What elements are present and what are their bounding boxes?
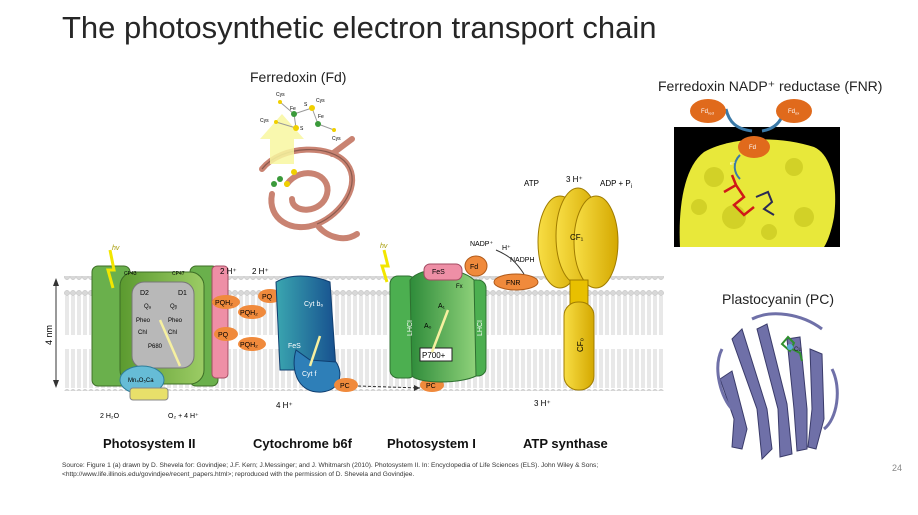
fnr-diagram-label: FNR [506, 280, 520, 287]
cp47-label: CP47 [172, 271, 185, 277]
ferredoxin-structure-image: Cys Cys Cys Cys Fe Fe S S [259, 92, 360, 242]
pc-label: PC [426, 383, 436, 390]
atp-synthase-label: ATP synthase [523, 436, 608, 451]
membrane-thickness-label: 4 nm [44, 325, 54, 345]
pqh2-label: PQH₂ [240, 342, 258, 349]
fd-carrier [464, 255, 488, 277]
pc-cu-label: Cu [794, 347, 802, 353]
cytochrome-b6f [275, 275, 341, 393]
chl-label: Chl [168, 330, 177, 336]
nadph-label: NADPH [510, 257, 535, 264]
cyt-fes-label: FeS [288, 343, 301, 350]
d2-label: D2 [140, 290, 149, 297]
pqh2-carrier [238, 337, 266, 351]
fd-fe-label: Fe [290, 106, 296, 112]
cyt-proton-bottom-label: 4 H⁺ [276, 401, 293, 410]
svg-text:ADP + Pi: ADP + Pi [600, 179, 632, 190]
pq-carrier [214, 327, 238, 341]
fd-cys-label: Cys [332, 136, 341, 142]
atp-proton-bottom-label: 3 H⁺ [534, 399, 551, 408]
cp43-label: CP43 [124, 271, 137, 277]
qb-label: Qᵦ [170, 304, 178, 310]
h2o-label: 2 H₂O [100, 413, 120, 420]
cytb6f-label: Cytochrome b6f [253, 436, 352, 451]
p700-label: P700+ [422, 351, 446, 360]
nadp-plus-label: NADP⁺ [470, 241, 493, 248]
o2-label: O₂ + 4 H⁺ [168, 413, 199, 420]
p680-label: P680 [148, 344, 163, 350]
etc-diagram: 4 nm D2 D1 CP43 CP47 Pheo Pheo Chl Chl P… [44, 175, 664, 420]
psi-label: Photosystem I [387, 436, 476, 451]
atp-label: ATP [524, 179, 539, 188]
fnr-electron-label: e⁻ [730, 161, 736, 167]
pqh2-label: PQH₂ [215, 300, 233, 307]
pc-label: PC [340, 383, 350, 390]
pq-label: PQ [262, 294, 273, 301]
ferredoxin-label: Ferredoxin (Fd) [250, 69, 347, 85]
slide-title: The photosynthetic electron transport ch… [62, 10, 657, 45]
pqh2-carrier [238, 305, 266, 319]
cf0-label: CF₀ [576, 338, 585, 352]
cyt-proton-label: 2 H⁺ [252, 267, 269, 276]
fd-cys-label: Cys [276, 92, 285, 98]
cyt-b6-label: Cyt b₆ [304, 301, 323, 308]
page-number: 24 [892, 463, 903, 473]
pc-carrier [334, 378, 358, 392]
adp-label: ADP + P [600, 179, 631, 188]
chl-label: Chl [138, 330, 147, 336]
fx-label: Fx [456, 284, 463, 290]
plastocyanin-label: Plastocyanin (PC) [722, 291, 835, 307]
hv-label: hv [112, 245, 120, 252]
qa-label: Qₐ [144, 304, 152, 310]
fnr-fd-label: Fd [749, 145, 756, 151]
photosystem-ii [91, 249, 229, 401]
svg-text:Fdox: Fdox [788, 109, 799, 116]
fnr-carrier [493, 273, 539, 291]
hv-label: hv [380, 243, 388, 250]
fd-fe-label: Fe [318, 114, 324, 120]
psii-label: Photosystem II [103, 436, 196, 451]
plastocyanin-structure-image: Cu [716, 312, 839, 461]
fd-label: Fd [470, 264, 478, 271]
fd-cys-label: Cys [316, 98, 325, 104]
pqh2-label: PQH₂ [240, 310, 258, 317]
fd-s-label: S [300, 126, 304, 132]
fd-cys-label: Cys [260, 118, 269, 124]
psi-fes-label: FeS [432, 269, 445, 276]
atp-synthase [537, 187, 619, 391]
nadp-proton-label: H⁺ [502, 245, 511, 252]
svg-text:Fdred: Fdred [701, 109, 714, 116]
fd-s-label: S [304, 102, 308, 108]
cyt-f-label: Cyt f [302, 371, 316, 378]
source-citation: Source: Figure 1 (a) drawn by D. Shevela… [62, 462, 599, 478]
atp-proton-top-label: 3 H⁺ [566, 175, 583, 184]
pheo-label: Pheo [168, 318, 183, 324]
fnr-structure-image: Fdred Fdox Fd e⁻ [674, 99, 840, 247]
d1-label: D1 [178, 290, 187, 297]
pheo-label: Pheo [136, 318, 151, 324]
psii-proton-label: 2 H⁺ [220, 267, 237, 276]
a1-label: A₁ [438, 303, 446, 310]
cf1-label: CF₁ [570, 233, 584, 242]
fnr-fd-ox-label: Fd [788, 109, 795, 115]
lhci-label: LHCI [407, 320, 414, 336]
fnr-label: Ferredoxin NADP⁺ reductase (FNR) [658, 78, 883, 94]
fnr-fd-red-sub: red [708, 111, 714, 116]
a0-label: A₀ [424, 323, 432, 330]
pq-label: PQ [218, 332, 229, 339]
pqh2-carrier [212, 295, 240, 309]
fnr-fd-ox-sub: ox [795, 111, 799, 116]
mn-cluster-label: Mn₄O₅Ca [128, 378, 154, 384]
adp-sub-label: i [631, 184, 632, 190]
fnr-fd-red-label: Fd [701, 109, 708, 115]
lhci-label: LHCI [477, 320, 484, 336]
